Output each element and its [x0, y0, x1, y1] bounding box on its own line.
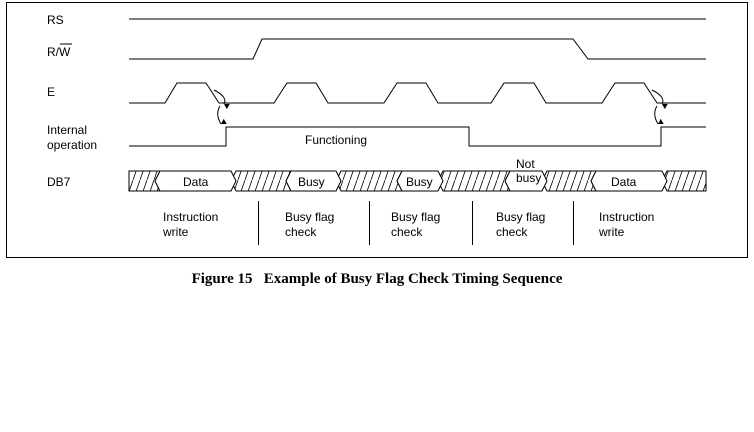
label-internal-line2: operation [47, 138, 97, 152]
db7-not-busy-label-2: busy [516, 171, 541, 185]
phase-instruction-write-2-l2: write [598, 225, 625, 239]
label-db7: DB7 [47, 175, 71, 189]
phase-busy-flag-check-2-l1: Busy flag [391, 210, 440, 224]
db7-undefined-2 [230, 170, 292, 192]
waveform-e [129, 82, 706, 104]
phase-instruction-write-1-l2: write [162, 225, 189, 239]
db7-data-last-label: Data [611, 175, 637, 189]
svg-text:R/W: R/W [47, 45, 71, 59]
phase-busy-flag-check-1-l2: check [285, 225, 317, 239]
label-rs: RS [47, 13, 64, 27]
waveform-rw [129, 38, 706, 60]
phase-instruction-write-2-l1: Instruction [599, 210, 654, 224]
phase-busy-flag-check-3-l2: check [496, 225, 528, 239]
db7-undefined-6 [661, 170, 707, 192]
arrow-e-to-functioning [213, 89, 230, 110]
db7-busy-first-label: Busy [298, 175, 325, 189]
db7-busy-second [396, 170, 444, 192]
label-rw: R/W [47, 43, 72, 59]
db7-undefined-4 [437, 170, 511, 192]
db7-not-busy-label-1: Not [516, 157, 535, 171]
waveform-internal-operation [129, 126, 706, 147]
arrow-e-to-functioning-2 [651, 89, 668, 110]
figure-border [6, 2, 748, 258]
phase-busy-flag-check-1-l1: Busy flag [285, 210, 334, 224]
db7-undefined-5 [541, 170, 597, 192]
label-internal-line1: Internal [47, 123, 87, 137]
db7-busy-first [285, 170, 342, 192]
label-e: E [47, 85, 55, 99]
arrow-e-to-internal [217, 105, 227, 125]
db7-data-last [590, 170, 668, 192]
label-rw-w: W [59, 45, 71, 59]
db7-undefined-3 [335, 170, 403, 192]
figure-caption: Figure 15 Example of Busy Flag Check Tim… [192, 271, 563, 287]
phase-busy-flag-check-3-l1: Busy flag [496, 210, 545, 224]
db7-not-busy [504, 170, 548, 192]
arrow-e-to-internal-2 [654, 105, 664, 125]
db7-data-first [154, 170, 237, 192]
internal-state-label: Functioning [305, 133, 367, 147]
label-rw-r: R/ [47, 45, 60, 59]
phase-instruction-write-1-l1: Instruction [163, 210, 218, 224]
db7-data-first-label: Data [183, 175, 209, 189]
db7-busy-second-label: Busy [406, 175, 433, 189]
phase-busy-flag-check-2-l2: check [391, 225, 423, 239]
